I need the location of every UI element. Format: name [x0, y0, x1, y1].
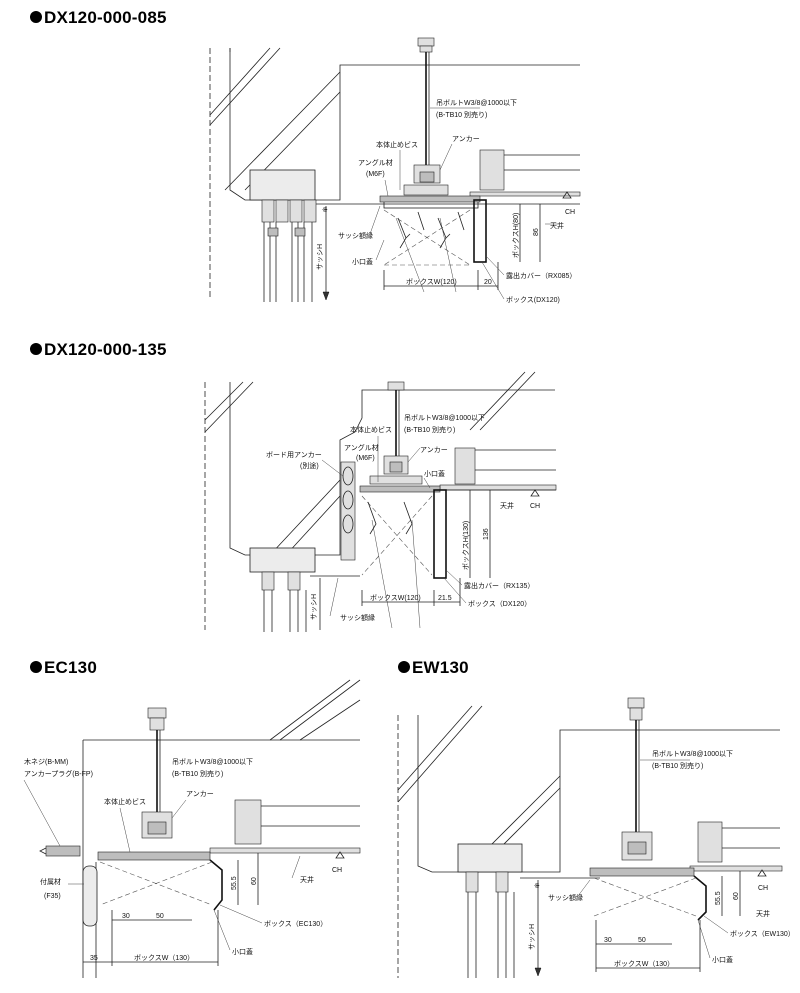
label-wood-screw: 木ネジ(B-MM) [24, 757, 68, 766]
label-anchor-3: アンカー [186, 790, 214, 798]
label-ceiling-4: 天井 [756, 909, 770, 918]
dim-box-w: ボックスW(120) [406, 278, 457, 286]
label-ceiling-2: 天井 [500, 501, 514, 510]
label-anchor-2: アンカー [420, 446, 448, 454]
label-sash-h-2: サッシH [310, 594, 318, 620]
dim-55-5-4: 55.5 [715, 891, 722, 905]
label-ch-3: CH [332, 867, 342, 874]
dim-asterisk-4: ※ [534, 883, 540, 890]
label-box: ボックス(DX120) [506, 296, 560, 304]
label-board-anchor-sub: (別途) [300, 461, 319, 470]
dim-box-w-3: ボックスW（130） [134, 954, 194, 962]
section-title-dx120-135: DX120-000-135 [30, 340, 167, 360]
dim-55-5: 55.5 [231, 876, 238, 890]
label-angle-sub-2: (M6F) [356, 455, 375, 462]
label-sash-edge-4: サッシ額縁 [548, 893, 583, 902]
hanging-bolt [403, 37, 449, 196]
label-body-screw: 本体止めビス [376, 140, 418, 149]
label-ceiling-3: 天井 [300, 875, 314, 884]
box-dx120 [379, 195, 487, 293]
section-title-ew130: EW130 [398, 658, 469, 678]
label-body-screw-2: 本体止めビス [350, 425, 392, 434]
label-exposed-cover: 露出カバー（RX085） [506, 271, 576, 280]
dim-35: 35 [90, 955, 98, 962]
label-box-2: ボックス（DX120） [468, 600, 531, 608]
label-angle-sub: (M6F) [366, 171, 385, 178]
label-koguchi-3: 小口蓋 [232, 947, 253, 956]
label-ch-4: CH [758, 885, 768, 892]
label-ch-2: CH [530, 503, 540, 510]
dim-box-w-4: ボックスW（130） [614, 960, 674, 968]
label-board-anchor: ボード用アンカー [266, 451, 322, 459]
label-bolt-sub-2: (B-TB10 別売り) [404, 425, 455, 434]
label-bolt: 吊ボルトW3/8@1000以下 [436, 99, 517, 107]
dim-21-5: 21.5 [438, 595, 452, 602]
label-anchor-plug: アンカープラグ(B-FP) [24, 769, 93, 778]
concrete-block [249, 169, 316, 201]
label-ceiling: 天井 [550, 221, 564, 230]
label-angle: アングル材 [358, 158, 393, 167]
bullet-dot-icon [30, 343, 42, 355]
label-sash-edge: サッシ額縁 [338, 231, 373, 240]
dim-box-h: ボックスH(80) [512, 213, 520, 258]
bullet-dot-icon [30, 11, 42, 23]
dim-30-4: 30 [604, 937, 612, 944]
label-bolt-sub: (B-TB10 別売り) [436, 110, 487, 119]
sash-frame [261, 199, 317, 302]
label-attached: 付属材 [40, 877, 61, 886]
label-bolt-sub-3: (B-TB10 別売り) [172, 769, 223, 778]
diagram-ew130: サッシH ※ 55.5 60 30 50 ボックスW（130） 吊ボルトW [397, 697, 795, 978]
dim-asterisk: ※ [322, 207, 328, 214]
label-ch: CH [565, 209, 575, 216]
dim-box-h-2: ボックスH(130) [462, 521, 470, 570]
dim-86: 86 [533, 228, 540, 236]
label-sash-h: サッシH [316, 244, 324, 270]
dim-60-4: 60 [733, 892, 740, 900]
bullet-dot-icon [30, 661, 42, 673]
board-anchor-strip [340, 461, 356, 561]
label-anchor: アンカー [452, 135, 480, 143]
diagram-dx120-085: サッシH ※ [209, 37, 581, 304]
dim-50-4: 50 [638, 937, 646, 944]
label-exposed-cover-2: 露出カバー（RX135） [464, 581, 534, 590]
label-sash-edge-2: サッシ額縁 [340, 613, 375, 622]
label-sash-h-4: サッシH [528, 924, 536, 950]
dim-20: 20 [484, 279, 492, 286]
section-title-dx120-085: DX120-000-085 [30, 8, 167, 28]
dim-box-w-2: ボックスW(120) [370, 594, 421, 602]
anchor-plug [45, 845, 81, 857]
diagram-dx120-135: サッシH ボックスW(120) 21.5 ボックスH(130) [204, 371, 557, 632]
dim-60: 60 [251, 877, 258, 885]
label-bolt-4: 吊ボルトW3/8@1000以下 [652, 750, 733, 758]
dim-136: 136 [483, 528, 490, 540]
diagram-ec130: 55.5 60 30 50 35 ボックスW（130） 木ネジ(B-MM) アン… [23, 679, 361, 978]
label-box-4: ボックス（EW130） [730, 930, 795, 938]
label-angle-2: アングル材 [344, 443, 379, 452]
label-koguchi-2: 小口蓋 [424, 469, 445, 478]
label-body-screw-3: 本体止めビス [104, 797, 146, 806]
dim-50: 50 [156, 913, 164, 920]
section-title-ec130: EC130 [30, 658, 97, 678]
bullet-dot-icon [398, 661, 410, 673]
dim-30: 30 [122, 913, 130, 920]
ceiling-board [469, 191, 581, 197]
label-attached-sub: (F35) [44, 893, 61, 900]
ceiling-fixture [479, 149, 505, 191]
label-bolt-2: 吊ボルトW3/8@1000以下 [404, 414, 485, 422]
label-box-3: ボックス（EC130） [264, 920, 327, 928]
label-koguchi: 小口蓋 [352, 257, 373, 266]
label-bolt-3: 吊ボルトW3/8@1000以下 [172, 758, 253, 766]
label-bolt-sub-4: (B-TB10 別売り) [652, 761, 703, 770]
label-koguchi-4: 小口蓋 [712, 955, 733, 964]
